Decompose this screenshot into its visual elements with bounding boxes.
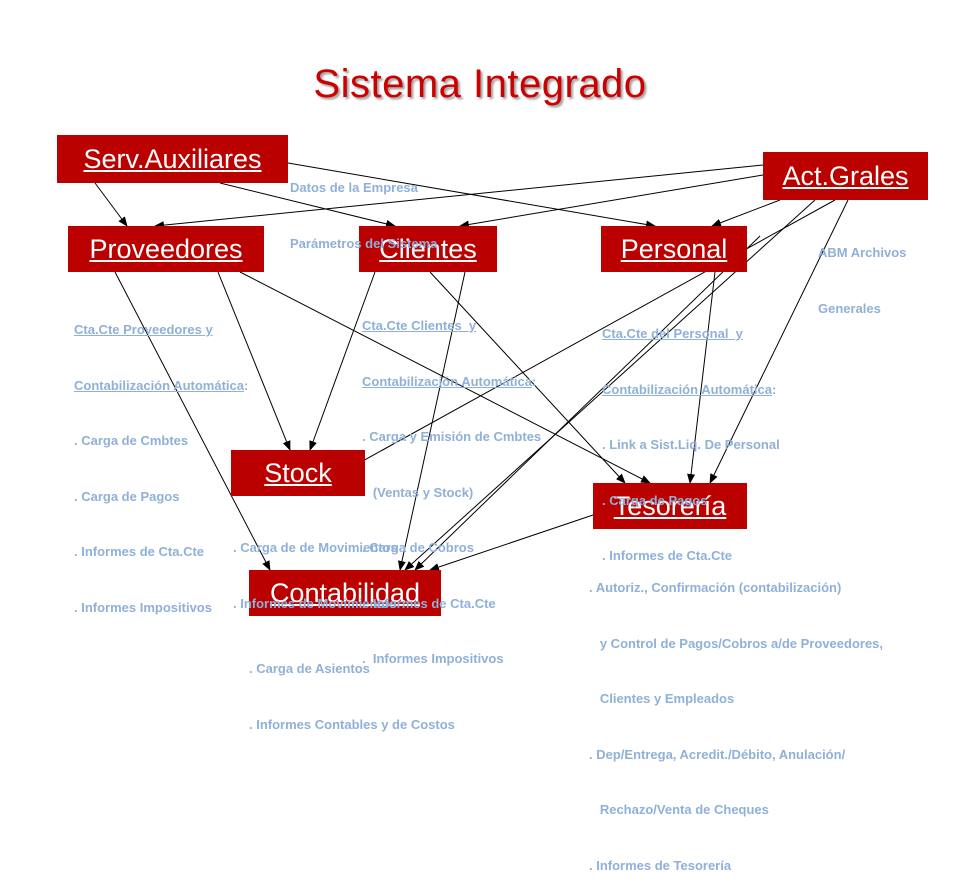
note-line: Generales: [818, 300, 881, 316]
note-proveedores: Cta.Cte Proveedores y Contabilización Au…: [74, 284, 248, 636]
note-item: . Carga y Emisión de Cmbtes: [362, 429, 542, 444]
note-item: . Carga de Pagos: [74, 488, 180, 504]
arrow-act-grales-to-tesoreria: [709, 199, 849, 484]
arrow-clientes-to-stock: [309, 271, 376, 451]
note-line: Datos de la Empresa: [290, 180, 418, 195]
node-clientes[interactable]: Clientes: [359, 226, 497, 272]
arrow-act-grales-to-clientes: [459, 174, 764, 229]
node-serv-auxiliares[interactable]: Serv.Auxiliares: [57, 135, 288, 183]
note-heading-suffix: :: [531, 373, 537, 389]
note-line: Parámetros del Sistema: [290, 235, 438, 251]
arrow-tesoreria-to-contabilidad: [429, 514, 594, 571]
arrow-clientes-to-contabilidad: [398, 271, 466, 571]
note-item: . Informes Contables y de Costos: [249, 716, 455, 732]
note-item: . Carga de Cobros: [362, 540, 474, 555]
arrow-serv-auxiliares-to-clientes: [219, 182, 396, 228]
note-item: . Carga de Pagos: [602, 492, 708, 508]
note-item: . Informes Impositivos: [362, 651, 504, 666]
note-item: . Informes de Cta.Cte: [362, 595, 496, 611]
note-item: . Link a Sist.Liq. De Personal: [602, 437, 780, 452]
note-stock: . Carga de de Movimientos . Informes de …: [233, 502, 398, 632]
arrow-serv-auxiliares-to-proveedores: [94, 182, 128, 227]
arrow-act-grales-to-stock: [349, 199, 836, 469]
note-item: (Ventas y Stock): [362, 484, 474, 500]
node-tesoreria[interactable]: Tesorería: [593, 483, 747, 529]
node-personal[interactable]: Personal: [601, 226, 747, 272]
arrow-personal-to-contabilidad: [414, 235, 761, 571]
note-heading: Cta.Cte del Personal y: [602, 326, 743, 341]
note-item: . Carga de Asientos: [249, 661, 370, 676]
arrow-proveedores-to-contabilidad: [114, 271, 271, 571]
note-heading: Contabilización Automática: [362, 373, 532, 389]
arrow-act-grales-to-personal: [711, 199, 781, 227]
note-item: . Carga de de Movimientos: [233, 540, 398, 555]
note-heading: Contabilización Automática: [602, 381, 772, 397]
arrow-act-grales-to-proveedores: [154, 164, 764, 230]
arrow-personal-to-tesoreria: [687, 271, 716, 484]
note-item: y Control de Pagos/Cobros a/de Proveedor…: [589, 635, 884, 651]
arrow-proveedores-to-tesoreria: [239, 271, 651, 484]
node-contabilidad[interactable]: Contabilidad: [249, 570, 441, 616]
node-stock[interactable]: Stock: [231, 450, 365, 496]
note-item: . Informes Impositivos: [74, 599, 212, 615]
note-heading: Cta.Cte Proveedores y: [74, 322, 213, 337]
page-title: Sistema Integrado: [313, 62, 647, 106]
note-item: . Carga de Cmbtes: [74, 433, 189, 448]
note-item: . Informes de Cta.Cte: [602, 548, 733, 563]
note-item: . Dep/Entrega, Acredit./Débito, Anulació…: [589, 746, 846, 762]
note-line: ABM Archivos: [818, 245, 907, 260]
note-heading: Contabilización Automática: [74, 377, 244, 393]
note-item: Clientes y Empleados: [589, 691, 735, 706]
node-act-grales[interactable]: Act.Grales: [763, 152, 928, 200]
node-proveedores[interactable]: Proveedores: [68, 226, 264, 272]
note-item: . Informes de Cta.Cte: [74, 544, 205, 559]
arrow-clientes-to-tesoreria: [429, 271, 626, 484]
note-item: . Autoriz., Confirmación (contabilizació…: [589, 580, 842, 595]
note-clientes: Cta.Cte Clientes y Contabilización Autom…: [362, 280, 541, 687]
arrow-proveedores-to-stock: [217, 271, 291, 451]
note-heading-suffix: :: [243, 377, 249, 393]
note-item: . Informes de Movimientos: [233, 595, 397, 611]
note-personal: Cta.Cte del Personal y Contabilización A…: [602, 288, 780, 584]
note-item: Rechazo/Venta de Cheques: [589, 802, 769, 817]
note-contabilidad: . Carga de Asientos . Informes Contables…: [249, 623, 455, 753]
note-heading: Cta.Cte Clientes y: [362, 318, 477, 333]
note-heading-suffix: :: [771, 381, 777, 397]
note-item: . Informes de Tesorería: [589, 857, 732, 873]
note-tesoreria: . Autoriz., Confirmación (contabilizació…: [589, 542, 883, 894]
note-act-grales: ABM Archivos Generales: [818, 207, 906, 337]
note-serv-auxiliares: Datos de la Empresa Parámetros del Siste…: [290, 142, 437, 272]
